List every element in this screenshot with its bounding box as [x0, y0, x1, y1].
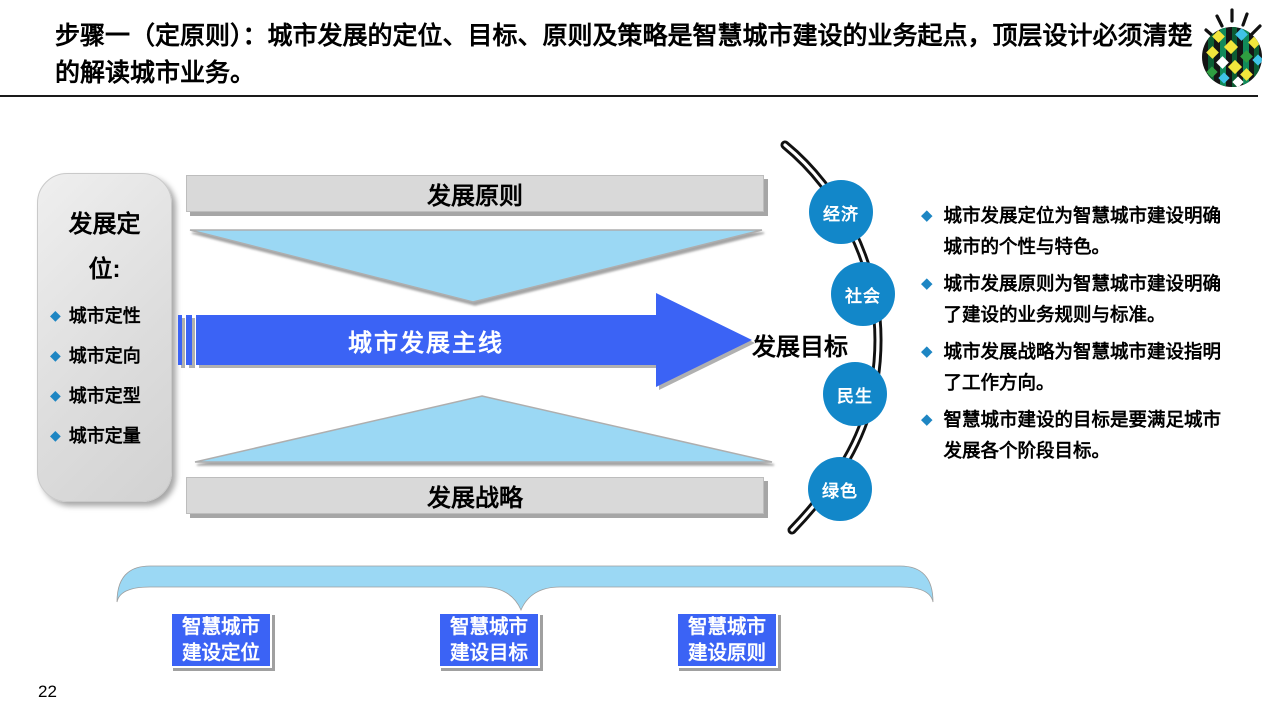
- bottom-brace: [116, 565, 934, 612]
- list-item: ◆ 城市发展战略为智慧城市建设指明了工作方向。: [921, 336, 1266, 398]
- arrow-head: [656, 293, 752, 387]
- arrow-label: 城市发展主线: [196, 315, 656, 365]
- list-item-label: 城市定向: [68, 346, 141, 366]
- smart-city-principles-box: 智慧城市建设原则: [676, 612, 778, 668]
- slide-title: 步骤一（定原则）：城市发展的定位、目标、原则及策略是智慧城市建设的业务起点，顶层…: [55, 22, 1193, 87]
- diamond-bullet-icon: ◆: [921, 343, 933, 360]
- list-item: ◆ 城市定量: [50, 422, 171, 448]
- main-arrow: 城市发展主线: [178, 293, 754, 389]
- list-item-label: 城市定性: [68, 306, 141, 326]
- rail-node-economy: 经济: [809, 180, 873, 244]
- insight-text: 智慧城市建设的目标是要满足城市发展各个阶段目标。: [943, 409, 1222, 461]
- principles-bar: 发展原则: [186, 175, 764, 212]
- list-item: ◆ 城市定性: [50, 302, 171, 328]
- funnel-up-triangle: [194, 395, 773, 463]
- diamond-bullet-icon: ◆: [921, 275, 933, 292]
- strategy-bar: 发展战略: [186, 477, 764, 514]
- diamond-bullet-icon: ◆: [50, 307, 61, 323]
- insight-text: 城市发展原则为智慧城市建设明确了建设的业务规则与标准。: [943, 273, 1222, 325]
- diamond-bullet-icon: ◆: [921, 411, 933, 428]
- smarter-planet-logo-icon: [1202, 8, 1262, 87]
- arrow-target-label: 发展目标: [752, 334, 848, 361]
- rail-node-livelihood: 民生: [823, 362, 887, 426]
- arrow-tail-stripe: [186, 315, 192, 365]
- rail-node-green: 绿色: [808, 457, 872, 521]
- list-item-label: 城市定量: [68, 426, 141, 446]
- insight-list: ◆ 城市发展定位为智慧城市建设明确城市的个性与特色。 ◆ 城市发展原则为智慧城市…: [921, 200, 1266, 472]
- diamond-bullet-icon: ◆: [50, 347, 61, 363]
- funnel-down-triangle: [189, 229, 763, 303]
- insight-text: 城市发展定位为智慧城市建设明确城市的个性与特色。: [943, 205, 1222, 257]
- panel-heading: 发展定位:: [68, 211, 141, 283]
- development-positioning-panel: 发展定位: ◆ 城市定性 ◆ 城市定向 ◆ 城市定型 ◆ 城市定量: [37, 173, 172, 502]
- smart-city-goals-box: 智慧城市建设目标: [438, 612, 540, 668]
- smart-city-positioning-box: 智慧城市建设定位: [170, 612, 272, 668]
- list-item: ◆ 城市发展定位为智慧城市建设明确城市的个性与特色。: [921, 200, 1266, 262]
- list-item: ◆ 城市定向: [50, 342, 171, 368]
- insight-text: 城市发展战略为智慧城市建设指明了工作方向。: [943, 341, 1222, 393]
- list-item-label: 城市定型: [68, 386, 141, 406]
- diamond-bullet-icon: ◆: [921, 207, 933, 224]
- page-number: 22: [38, 682, 57, 701]
- list-item: ◆ 城市定型: [50, 382, 171, 408]
- panel-items: ◆ 城市定性 ◆ 城市定向 ◆ 城市定型 ◆ 城市定量: [50, 302, 171, 448]
- rail-node-society: 社会: [831, 262, 895, 326]
- title-divider: [0, 95, 1258, 97]
- list-item: ◆ 智慧城市建设的目标是要满足城市发展各个阶段目标。: [921, 404, 1266, 466]
- diamond-bullet-icon: ◆: [50, 427, 61, 443]
- diamond-bullet-icon: ◆: [50, 387, 61, 403]
- list-item: ◆ 城市发展原则为智慧城市建设明确了建设的业务规则与标准。: [921, 268, 1266, 330]
- arrow-tail-stripe: [178, 315, 182, 365]
